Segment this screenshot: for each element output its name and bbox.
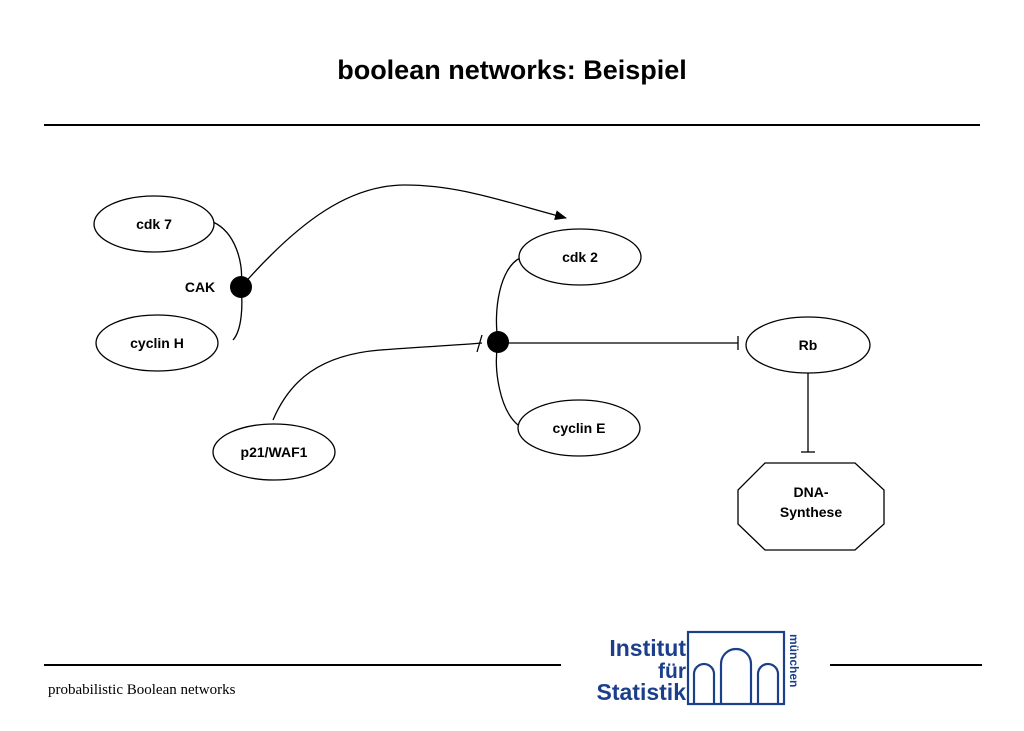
node-cyclin-h: cyclin H <box>95 314 219 372</box>
node-p21-label: p21/WAF1 <box>241 444 308 460</box>
institute-logo: Institut für Statistik münchen <box>597 630 801 706</box>
node-p21: p21/WAF1 <box>212 423 336 481</box>
footer-divider-right <box>830 664 982 666</box>
logo-line1: Institut <box>609 635 686 661</box>
node-cyclin-h-label: cyclin H <box>130 335 184 351</box>
footer-divider-left <box>44 664 561 666</box>
title-divider <box>44 124 980 126</box>
node-dna-label-line2: Synthese <box>780 504 842 520</box>
node-cdk7-label: cdk 7 <box>136 216 172 232</box>
node-cyclin-e-label: cyclin E <box>553 420 606 436</box>
p21-inhibition-bar <box>476 334 483 353</box>
node-rb-label: Rb <box>799 337 818 353</box>
node-rb: Rb <box>745 316 871 374</box>
logo-line3: Statistik <box>597 679 687 705</box>
node-cdk7: cdk 7 <box>93 195 215 253</box>
cdk2-complex-dot <box>487 331 509 353</box>
page-title: boolean networks: Beispiel <box>337 55 687 85</box>
node-cdk2: cdk 2 <box>518 228 642 286</box>
node-cyclin-e: cyclin E <box>517 399 641 457</box>
cak-complex-dot <box>230 276 252 298</box>
cak-label: CAK <box>185 279 215 295</box>
arches-icon <box>686 630 786 706</box>
logo-side-text: münchen <box>787 634 801 687</box>
edge-cycline-complex <box>495 340 519 426</box>
edge-p21-inhibition <box>272 342 483 421</box>
node-cdk2-label: cdk 2 <box>562 249 598 265</box>
edge-cak-cdk2-arrow <box>240 184 567 288</box>
node-dna-label-line1: DNA- <box>794 484 829 500</box>
node-dna-synthese: DNA- Synthese <box>737 462 885 551</box>
logo-line2: für <box>658 660 686 683</box>
footer-text: probabilistic Boolean networks <box>48 682 236 698</box>
edge-cdk2-complex <box>495 257 521 342</box>
